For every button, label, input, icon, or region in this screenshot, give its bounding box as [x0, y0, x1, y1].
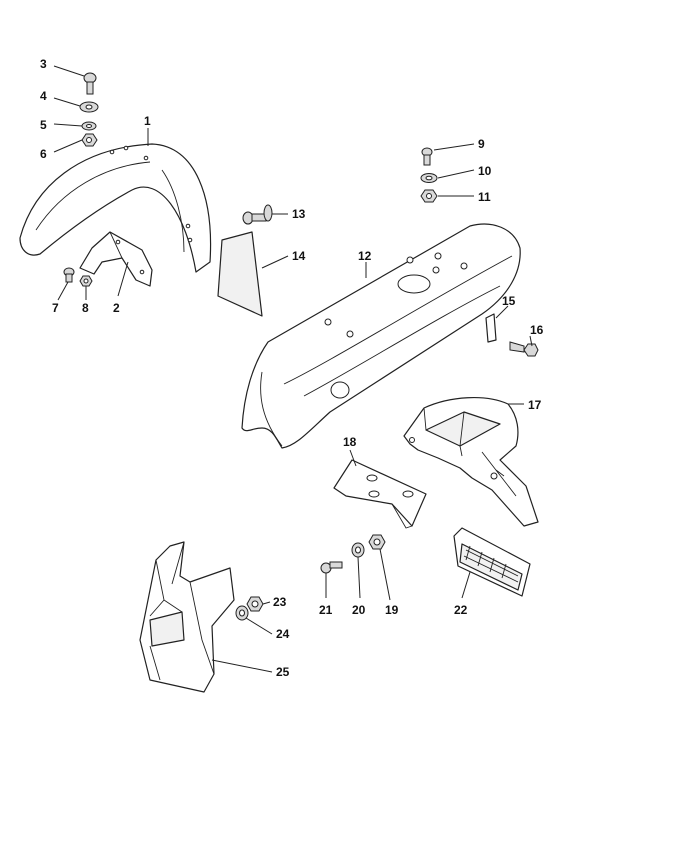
callout-15: 15 — [502, 294, 516, 308]
callout-7: 7 — [52, 301, 59, 315]
washer-24 — [235, 605, 249, 621]
splash-guard-25 — [139, 541, 235, 693]
rear-fender-bracket — [403, 397, 539, 527]
callout-9: 9 — [478, 137, 485, 151]
reflector-22 — [453, 527, 531, 597]
washer-20 — [351, 542, 365, 558]
callout-6: 6 — [40, 147, 47, 161]
callout-13: 13 — [292, 207, 306, 221]
callout-10: 10 — [478, 164, 492, 178]
callout-11: 11 — [478, 190, 491, 204]
mounting-plate-18 — [333, 459, 427, 529]
body-cover — [241, 223, 521, 449]
callout-18: 18 — [343, 435, 357, 449]
callout-17: 17 — [528, 398, 542, 412]
callout-24: 24 — [276, 627, 290, 641]
washer-5 — [81, 121, 97, 131]
callout-20: 20 — [352, 603, 366, 617]
washer-4 — [79, 101, 99, 113]
bolt-21 — [320, 561, 343, 574]
callout-5: 5 — [40, 118, 47, 132]
fender-bracket — [79, 231, 153, 287]
callout-23: 23 — [273, 595, 287, 609]
nut-19 — [368, 534, 386, 550]
callout-labels: 3 4 5 6 1 7 8 2 9 10 11 13 14 12 15 16 1… — [40, 57, 544, 679]
callout-2: 2 — [113, 301, 120, 315]
nut-6 — [81, 133, 98, 147]
leader-lines — [53, 65, 533, 673]
callout-21: 21 — [319, 603, 333, 617]
nut-23 — [246, 596, 264, 612]
screw-16 — [509, 341, 539, 357]
front-fender — [19, 143, 212, 273]
spacer-15 — [485, 313, 497, 343]
callout-19: 19 — [385, 603, 399, 617]
bolt-9 — [421, 147, 433, 166]
bolt-3 — [83, 72, 97, 95]
nut-8 — [79, 275, 93, 287]
callout-14: 14 — [292, 249, 306, 263]
callout-4: 4 — [40, 89, 47, 103]
bolt-13 — [242, 204, 273, 225]
callout-1: 1 — [144, 114, 151, 128]
plate-14 — [217, 231, 263, 317]
callout-3: 3 — [40, 57, 47, 71]
screw-7 — [63, 267, 75, 283]
nut-11 — [420, 189, 438, 203]
callout-25: 25 — [276, 665, 290, 679]
washer-10 — [420, 173, 438, 183]
callout-12: 12 — [358, 249, 372, 263]
callout-22: 22 — [454, 603, 468, 617]
callout-8: 8 — [82, 301, 89, 315]
callout-16: 16 — [530, 323, 544, 337]
